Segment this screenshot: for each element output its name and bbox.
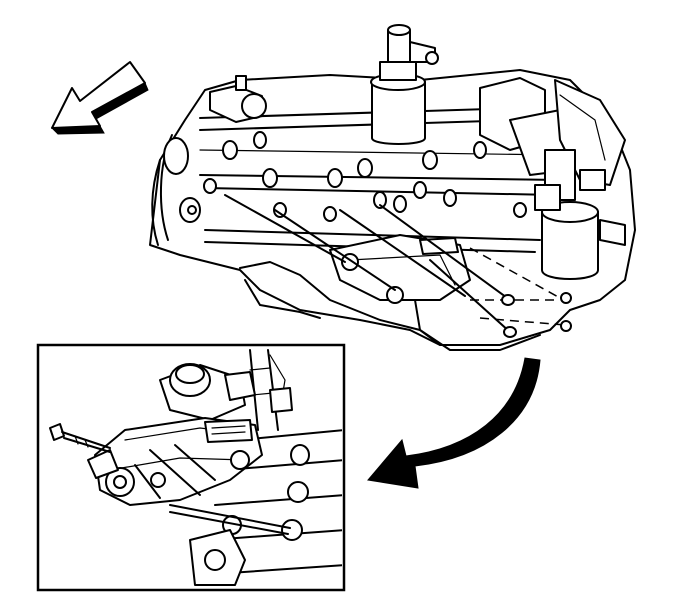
right-canister [534, 184, 626, 280]
front-direction-arrow-icon [50, 61, 149, 135]
curved-callout-arrow-icon [367, 357, 541, 489]
engine-block-top-view [149, 24, 636, 351]
detail-inset-bracket-view [49, 349, 342, 586]
fuel-pump-component [370, 24, 439, 145]
left-actuator [209, 75, 267, 123]
